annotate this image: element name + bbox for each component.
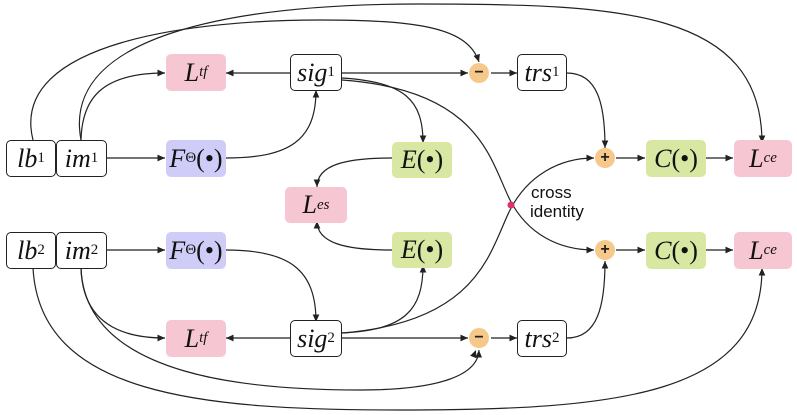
edge-e1-les	[313, 157, 393, 188]
plus-bottom-operator: +	[595, 240, 615, 260]
edge-lb1-minus	[30, 19, 480, 141]
edge-sig2-e2	[341, 264, 427, 334]
minus-bottom-operator: −	[469, 328, 489, 348]
c-bottom-node: C(•)	[646, 232, 706, 269]
minus-top-operator: −	[469, 63, 489, 83]
edge-im2-ltf	[80, 267, 166, 342]
edge-im2-minus-b	[470, 350, 477, 359]
cross-identity-point	[507, 201, 515, 209]
edge-trs1-plus	[566, 72, 609, 149]
c-top-node: C(•)	[646, 140, 706, 177]
edge-lb2-lce	[32, 267, 766, 411]
e-top-node: E(•)	[392, 142, 452, 178]
edge-im2-minus	[80, 267, 483, 391]
cross-identity-label: cross identity	[530, 183, 584, 221]
edge-im1-lce	[78, 3, 766, 144]
e-bottom-node: E(•)	[392, 232, 452, 268]
edge-im1-ltf	[80, 69, 166, 141]
cross-identity-line1: cross	[531, 183, 572, 202]
cross-identity-line2: identity	[530, 202, 584, 221]
edge-sig1-e1	[341, 77, 427, 144]
edge-f1-sig1	[225, 89, 320, 159]
edge-trs2-plus	[566, 260, 609, 339]
edge-f2-sig2	[225, 249, 320, 323]
edge-sig1-cross	[341, 79, 595, 254]
edge-e2-les	[313, 220, 393, 251]
plus-top-operator: +	[595, 148, 615, 168]
edge-sig2-cross	[341, 154, 595, 334]
